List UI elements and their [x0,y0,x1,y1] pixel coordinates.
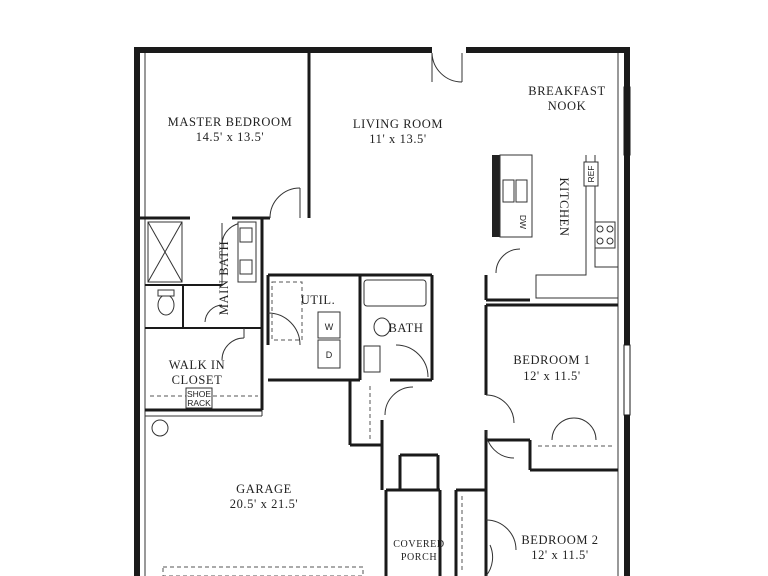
master-bedroom-dim: 14.5' x 13.5' [196,130,265,144]
shoe-rack-label-1: SHOE [187,389,211,399]
bath-fixtures [147,221,427,437]
garage-label: GARAGE [236,482,292,496]
shoe-rack-label-2: RACK [187,398,211,408]
bath-label: BATH [388,321,423,335]
closet-rods [150,386,612,570]
dw-label: DW [518,215,528,229]
living-room-dim: 11' x 13.5' [369,132,427,146]
main-bath-label: MAIN BATH [217,241,231,316]
bedroom1-dim: 12' x 11.5' [523,369,581,383]
covered-porch-label-1: COVERED [393,539,444,550]
interior-walls [140,53,618,576]
walk-in-closet-label-2: CLOSET [172,373,223,387]
washer-label: W [325,322,334,332]
breakfast-nook-label-2: NOOK [548,99,587,113]
util-fixtures [271,281,341,369]
breakfast-nook-label-1: BREAKFAST [528,84,605,98]
dryer-label: D [326,350,333,360]
ref-label: REF [586,166,596,183]
bedroom1-label: BEDROOM 1 [513,353,590,367]
living-room-label: LIVING ROOM [353,117,443,131]
exterior-walls [134,47,631,576]
covered-porch-label-2: PORCH [401,552,437,563]
garage-outline [145,410,364,576]
util-label: UTIL. [301,293,336,307]
master-bedroom-label: MASTER BEDROOM [168,115,293,129]
bedroom2-label: BEDROOM 2 [521,533,598,547]
walk-in-closet-label-1: WALK IN [169,358,226,372]
kitchen-fixtures [492,154,618,299]
bedroom2-dim: 12' x 11.5' [531,548,589,562]
kitchen-label: KITCHEN [557,177,571,236]
garage-dim: 20.5' x 21.5' [230,497,299,511]
doors [204,52,597,576]
